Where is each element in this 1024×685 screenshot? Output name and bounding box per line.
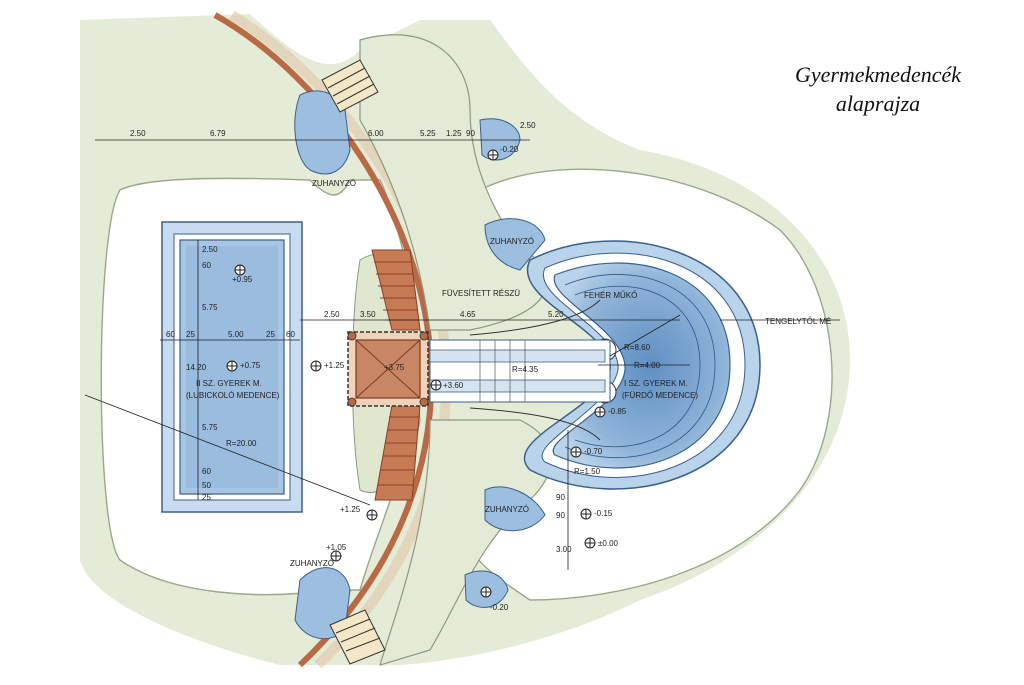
dim-top-7: 2.50: [520, 121, 536, 130]
level-marker: -0.85: [594, 406, 627, 418]
dim-side-4: 14.20: [186, 363, 207, 372]
svg-text:+3.75: +3.75: [384, 363, 405, 372]
svg-text:+0.75: +0.75: [240, 361, 261, 370]
dim-mid-2: 3.50: [360, 310, 376, 319]
svg-text:-0.15: -0.15: [594, 509, 613, 518]
title-line-2: alaprajza: [835, 91, 921, 116]
label-axis: TENGELYTŐL MÉ: [765, 317, 831, 326]
dim-top-3: 6.00: [368, 129, 384, 138]
dim-top-2: 6.79: [210, 129, 226, 138]
svg-text:-0.70: -0.70: [584, 447, 603, 456]
plan-labels: ZUHANYZÓ ZUHANYZÓ ZUHANYZÓ ZUHANYZÓ FÜVE…: [186, 179, 831, 568]
dim-top-4: 5.25: [420, 129, 436, 138]
dim-side-6: 60: [202, 467, 211, 476]
dim-pool2-5: 60: [286, 330, 295, 339]
dim-pool2-4: 25: [266, 330, 275, 339]
svg-text:-0.85: -0.85: [608, 407, 627, 416]
dim-right-2: 90: [556, 511, 565, 520]
title-line-1: Gyermekmedencék: [794, 62, 962, 87]
dim-mid-1: 2.50: [324, 310, 340, 319]
label-pool1-sub: (FÜRDŐ MEDENCE): [622, 391, 698, 400]
dim-mid-4: 5.20: [548, 310, 564, 319]
svg-text:+1.25: +1.25: [340, 505, 361, 514]
label-white-stone: FEHÉR MŰKŐ: [584, 291, 637, 300]
svg-text:-0.20: -0.20: [500, 145, 519, 154]
shower-mid-right: [484, 218, 546, 271]
dim-side-5: 5.75: [202, 423, 218, 432]
level-marker: +3.75: [384, 363, 405, 372]
dimension-lines: [84, 139, 840, 570]
level-marker: +0.95: [232, 264, 253, 284]
label-r860: R=8.60: [624, 343, 651, 352]
dim-mid-3: 4.65: [460, 310, 476, 319]
dim-right-3: 3.00: [556, 545, 572, 554]
svg-text:+1.25: +1.25: [324, 361, 345, 370]
label-zuhanyzo-1: ZUHANYZÓ: [312, 179, 356, 188]
label-pool1-name: I SZ. GYEREK M.: [624, 379, 688, 388]
label-pool2-sub: (LUBICKOLÓ MEDENCE): [186, 391, 280, 400]
connecting-stairs: [429, 299, 611, 441]
level-marker: +1.25: [340, 505, 378, 521]
dim-pool2-2: 25: [186, 330, 195, 339]
label-zuhanyzo-3: ZUHANYZÓ: [485, 505, 529, 514]
label-r400: R=4.00: [634, 361, 661, 370]
dimension-labels: 2.50 6.79 6.00 5.25 1.25 90 2.50 2.50 3.…: [130, 121, 572, 554]
plan-title: Gyermekmedencék alaprajza: [748, 60, 1008, 118]
dim-top-5: 1.25: [446, 129, 462, 138]
svg-text:±0.00: ±0.00: [598, 539, 619, 548]
label-zuhanyzo-2: ZUHANYZÓ: [490, 237, 534, 246]
dim-top-6: 90: [466, 129, 475, 138]
level-markers: -0.20 +0.95 +0.75 +1.25 +3.75 +3.60 -0.8…: [226, 145, 627, 612]
level-marker: -0.70: [570, 446, 603, 458]
dim-side-2: 60: [202, 261, 211, 270]
dim-side-7: 50: [202, 481, 211, 490]
label-r435: R=4.35: [512, 365, 539, 374]
level-marker: -0.20: [487, 145, 519, 161]
level-marker: +3.60: [430, 379, 464, 391]
svg-text:+0.95: +0.95: [232, 275, 253, 284]
dim-side-1: 2.50: [202, 245, 218, 254]
dim-pool2-1: 60: [166, 330, 175, 339]
dim-side-3: 5.75: [202, 303, 218, 312]
dim-right-1: 90: [556, 493, 565, 502]
shower-lower-right: [484, 486, 546, 532]
pavilion: [347, 331, 429, 407]
level-marker: -0.20: [480, 586, 509, 612]
level-marker: +0.75: [226, 360, 261, 372]
dim-top-1: 2.50: [130, 129, 146, 138]
label-zuhanyzo-4: ZUHANYZÓ: [290, 559, 334, 568]
level-marker: -0.15: [580, 508, 613, 520]
label-r2000: R=20.00: [226, 439, 257, 448]
label-pool2-name: II SZ. GYEREK M.: [196, 379, 262, 388]
level-marker: +1.25: [310, 360, 345, 372]
ladder-top: [321, 59, 379, 113]
label-r150: R=1.50: [574, 467, 601, 476]
dim-pool2-3: 5.00: [228, 330, 244, 339]
svg-text:+1.05: +1.05: [326, 543, 347, 552]
level-marker: +1.05: [326, 543, 347, 562]
svg-text:-0.20: -0.20: [490, 603, 509, 612]
dim-side-8: 25: [202, 493, 211, 502]
label-grassed-area: FÜVESÍTETT RÉSZÜ: [442, 289, 520, 298]
svg-text:+3.60: +3.60: [443, 381, 464, 390]
level-marker: ±0.00: [584, 537, 619, 549]
ladder-bottom: [329, 609, 386, 665]
